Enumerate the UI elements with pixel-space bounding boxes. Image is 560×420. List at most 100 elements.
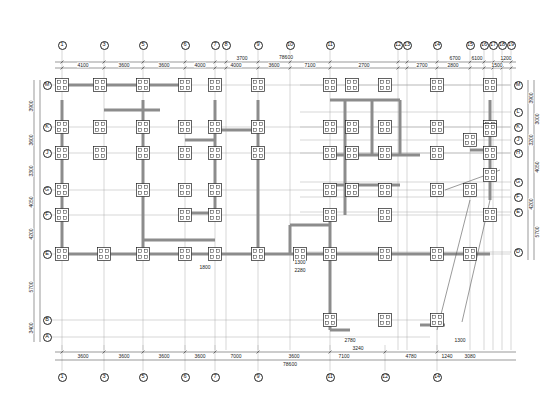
foundation-beam <box>185 139 215 142</box>
pile <box>381 322 384 325</box>
pile-cap <box>431 147 444 160</box>
pile <box>58 155 61 158</box>
pile <box>58 256 61 259</box>
tick <box>214 351 217 354</box>
pile <box>296 256 299 259</box>
dimension-text: 3300 <box>29 165 34 177</box>
pile-cap <box>431 314 444 327</box>
pile <box>102 87 105 90</box>
pile <box>387 211 390 214</box>
pile <box>64 81 67 84</box>
axis-number: K <box>45 124 49 130</box>
pile-cap <box>484 209 497 222</box>
foundation-beam <box>330 329 350 332</box>
pile <box>387 155 390 158</box>
pile <box>332 256 335 259</box>
axis-number: 14 <box>434 42 440 48</box>
grid-line <box>437 50 438 350</box>
dimension-text: 1200 <box>500 56 512 61</box>
pile-cap <box>209 121 222 134</box>
pile <box>187 217 190 220</box>
tick <box>61 67 64 70</box>
grid-line <box>300 182 511 183</box>
pile <box>433 192 436 195</box>
pile <box>354 192 357 195</box>
pile-cap <box>324 79 337 92</box>
pile <box>64 123 67 126</box>
axis-bubble: 11 <box>326 373 335 382</box>
pile <box>433 316 436 319</box>
grid-line <box>437 345 438 371</box>
axis-bubble: 5 <box>139 41 148 50</box>
pile-cap <box>137 248 150 261</box>
axis-number: H <box>516 150 520 156</box>
pile <box>96 129 99 132</box>
pile <box>348 87 351 90</box>
pile <box>58 192 61 195</box>
pile-cap <box>94 121 107 134</box>
dimension-text: 6100 <box>471 56 483 61</box>
pile <box>58 149 61 152</box>
axis-number: 16 <box>481 42 487 48</box>
grid-line <box>502 50 503 350</box>
tick <box>225 67 228 70</box>
axis-bubble: E <box>43 250 52 259</box>
pile <box>466 186 469 189</box>
tick <box>483 61 486 64</box>
axis-number: E <box>45 251 49 257</box>
pile <box>96 87 99 90</box>
pile <box>332 129 335 132</box>
pile-cap <box>346 79 359 92</box>
pile-cap <box>252 79 265 92</box>
pile <box>211 123 214 126</box>
pile-cap <box>56 147 69 160</box>
pile <box>145 250 148 253</box>
axis-bubble: K <box>514 123 523 132</box>
pile <box>492 217 495 220</box>
pile <box>332 316 335 319</box>
pile <box>472 142 475 145</box>
pile <box>433 81 436 84</box>
pile <box>102 81 105 84</box>
axis-bubble: K <box>43 123 52 132</box>
pile-cap <box>179 209 192 222</box>
pile <box>466 136 469 139</box>
tick <box>214 67 217 70</box>
pile <box>486 149 489 152</box>
pile <box>181 81 184 84</box>
pile-cap <box>179 79 192 92</box>
pile <box>354 87 357 90</box>
pile <box>332 211 335 214</box>
pile <box>181 149 184 152</box>
pile <box>387 192 390 195</box>
dimension-text: 4200 <box>29 228 34 240</box>
tick <box>436 61 439 64</box>
tick <box>103 61 106 64</box>
pile <box>381 256 384 259</box>
tick <box>397 61 400 64</box>
pile-cap <box>209 248 222 261</box>
pile <box>486 81 489 84</box>
pile <box>254 129 257 132</box>
axis-bubble: 17 <box>489 41 498 50</box>
dimension-text: 4000 <box>230 63 242 68</box>
pile <box>466 192 469 195</box>
pile <box>181 155 184 158</box>
grid-line <box>143 50 144 350</box>
dimension-text: 78600 <box>279 55 294 60</box>
pile <box>211 149 214 152</box>
pile <box>102 155 105 158</box>
axis-number: D <box>516 249 520 255</box>
axis-bubble: 12 <box>394 41 403 50</box>
grid-line <box>215 50 216 350</box>
axis-number: M <box>516 82 521 88</box>
pile <box>439 81 442 84</box>
foundation-beam <box>329 215 332 330</box>
pile <box>254 256 257 259</box>
tick <box>214 61 217 64</box>
pile <box>181 211 184 214</box>
pile <box>439 192 442 195</box>
axis-bubble: J <box>43 149 52 158</box>
pile <box>58 186 61 189</box>
